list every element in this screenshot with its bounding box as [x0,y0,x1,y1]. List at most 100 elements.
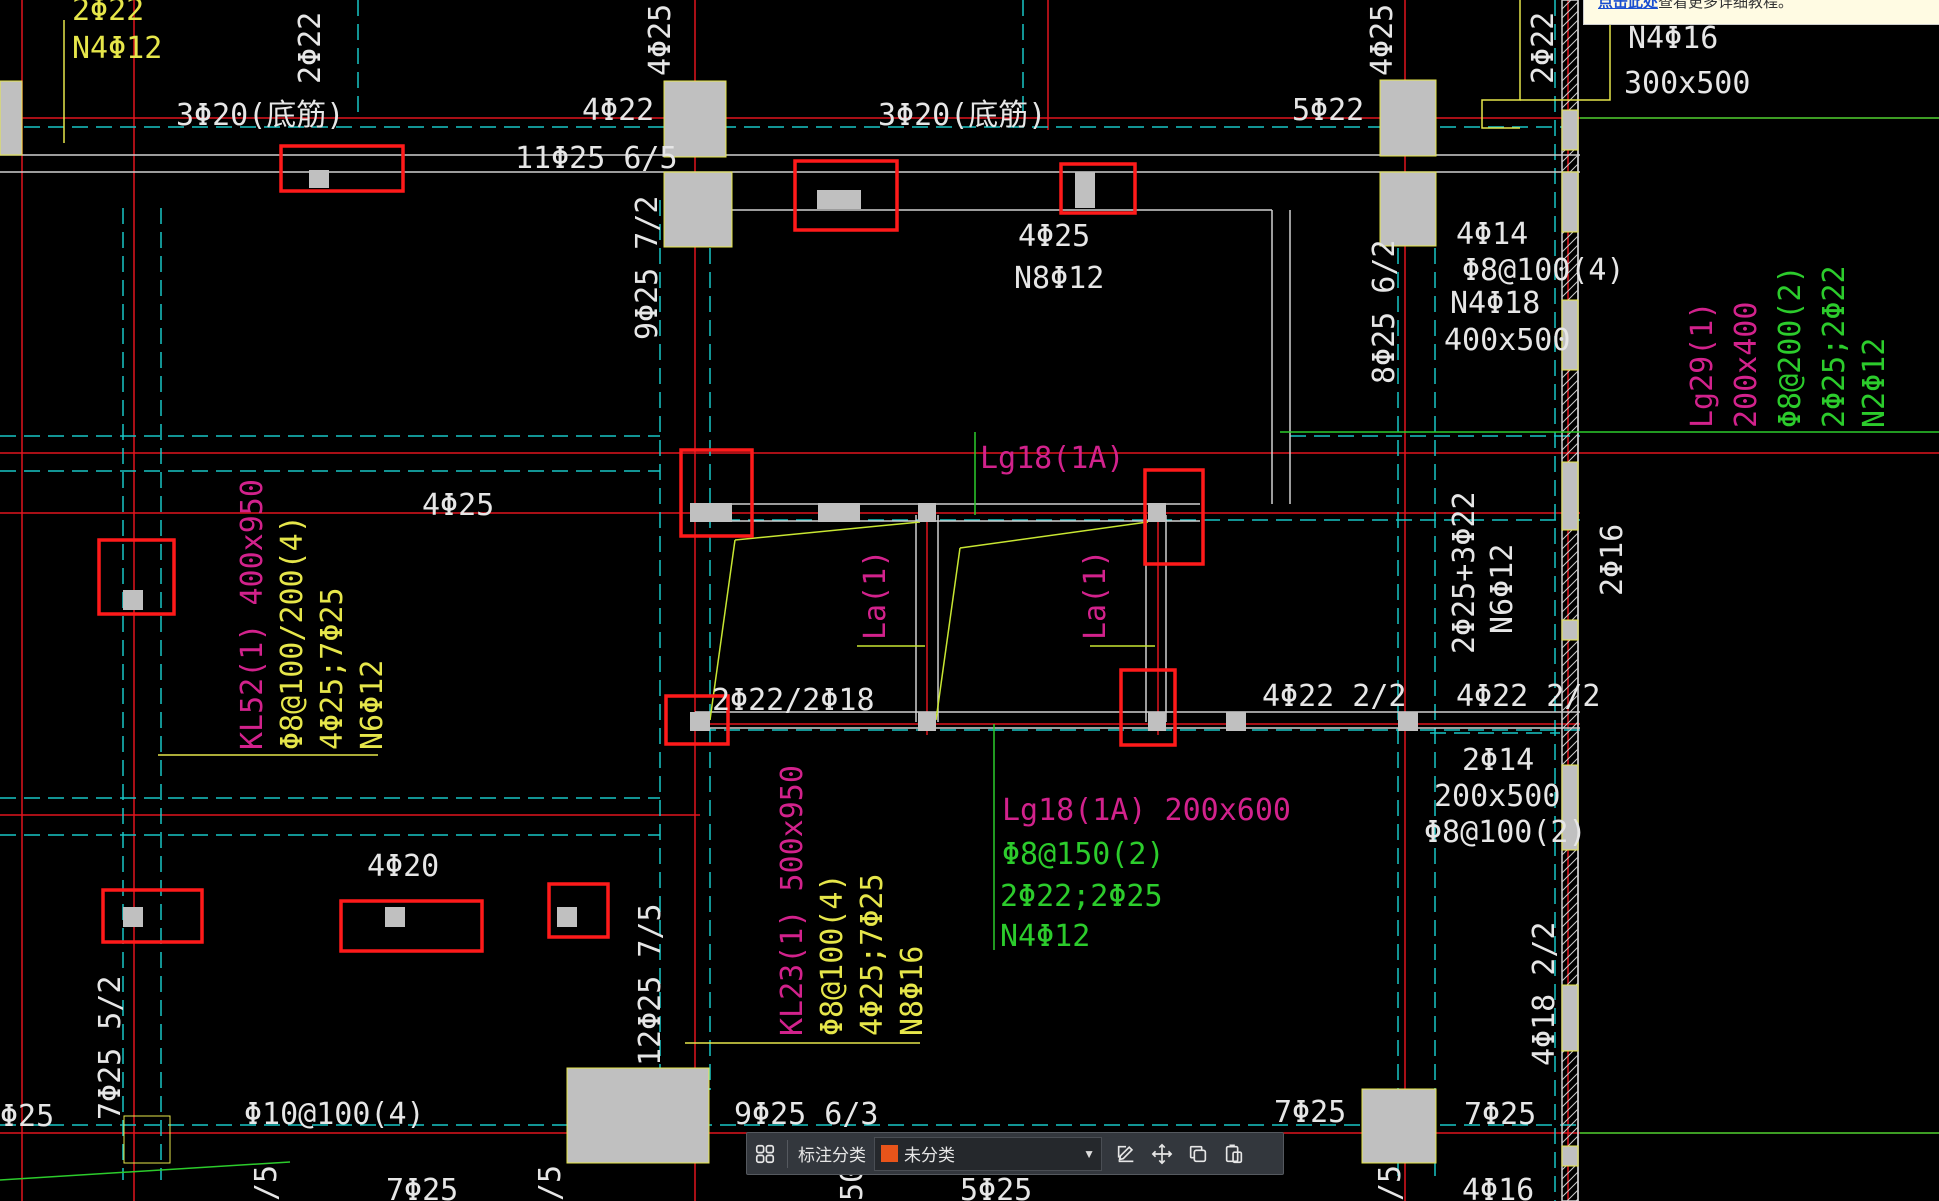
stirrup-label: Φ8@150(2) [1002,837,1165,872]
rebar-label: 2Φ22;2Φ25 [1000,879,1163,914]
hatch-stroke [1561,721,1579,739]
beam-name-label: Lg29(1) [1685,302,1720,428]
hatch-stroke [1561,946,1579,964]
column-block [1561,171,1579,233]
hatch-stroke [1561,244,1579,262]
tutorial-link[interactable]: 点击此处 [1598,0,1659,11]
rebar-label: N2Φ12 [1857,338,1892,428]
hatch-stroke [1561,892,1579,910]
hatch-stroke [1561,82,1579,100]
edit-icon[interactable] [1108,1136,1144,1172]
leader-line [709,539,736,721]
rebar-label: 12Φ25 7/5 [633,903,668,1066]
highlight-box[interactable] [793,159,899,232]
hatch-stroke [1561,406,1579,424]
leader-line [734,521,921,541]
column-block [1561,109,1579,151]
hatch-stroke [1561,865,1579,883]
leader-line [935,547,961,721]
hatch-stroke [1561,1054,1579,1072]
hatch-stroke [1561,397,1579,415]
highlight-box[interactable] [97,538,176,616]
hatch-stroke [1561,37,1579,55]
hatch-stroke [1561,919,1579,937]
highlight-box[interactable] [547,882,610,939]
rebar-label: N6Φ12 [1485,544,1520,634]
hatch-stroke [1561,955,1579,973]
rebar-label: N4Φ12 [1000,919,1090,954]
annotation-layer: 2Φ22 N4Φ12 3Φ20(底筋) 2Φ22 4Φ22 4Φ25 3Φ20(… [0,0,1892,1201]
small-column [123,907,143,927]
column-block [123,1115,171,1164]
rebar-label: 2Φ25+3Φ22 [1447,491,1482,654]
copy-icon[interactable] [1180,1136,1216,1172]
rebar-label: 8Φ25 6/2 [1367,240,1402,385]
rebar-label: 200x500 [1434,779,1560,814]
highlight-box[interactable] [101,888,204,944]
hatch-stroke [1561,685,1579,703]
hatch-stroke [1561,10,1579,28]
hatch-stroke [1561,541,1579,559]
rebar-label: 3Φ20(底筋) [176,98,344,133]
hatch-stroke [1561,262,1579,280]
grid-icon[interactable] [747,1136,783,1172]
hatch-stroke [1561,1171,1579,1189]
hatch-stroke [1561,379,1579,397]
beam-name-label: KL23(1) 500x950 [775,765,810,1036]
hatch-stroke [1561,901,1579,919]
rebar-label: 2Φ25;2Φ22 [1817,265,1852,428]
hatch-stroke [1561,1126,1579,1144]
hatch-stroke [1561,442,1579,460]
rebar-label: 4Φ16 [1462,1173,1534,1201]
hatch-stroke [1561,595,1579,613]
rebar-label: 2Φ16 [1595,524,1630,596]
hatch-stroke [1561,910,1579,928]
highlight-box[interactable] [1059,162,1137,215]
small-column [1148,503,1166,522]
hatch-stroke [1561,1072,1579,1090]
small-column [1226,712,1246,731]
column-block [1561,764,1579,851]
paste-icon[interactable] [1216,1136,1252,1172]
rebar-label: 4Φ22 [582,93,654,128]
annotation-category-select[interactable]: 未分类 ▼ [874,1136,1102,1171]
rebar-label: 7Φ25 [386,1173,458,1201]
hatch-stroke [1561,586,1579,604]
tooltip-text: 查看更多详细教程。 [1658,0,1794,11]
column-block [1379,79,1437,157]
rebar-label: 11Φ25 6/5 [515,141,678,176]
highlight-box[interactable] [339,899,484,953]
rebar-label: 2Φ14 [1462,743,1534,778]
highlight-box[interactable] [679,448,754,538]
move-icon[interactable] [1144,1136,1180,1172]
rebar-label: /5 [1373,1165,1408,1201]
highlight-box[interactable] [1143,468,1205,566]
highlight-box[interactable] [664,694,730,746]
hatch-stroke [1561,280,1579,298]
category-value: 未分类 [904,1146,955,1165]
highlight-box[interactable] [1119,668,1177,747]
rebar-label: 2Φ22 [1526,12,1561,84]
rebar-label: 4Φ25 [643,4,678,76]
hatch-stroke [1561,748,1579,766]
toolbar-divider [787,1139,788,1168]
hatch-stroke [1561,532,1579,550]
small-column [123,590,143,610]
beam-name-label: Lg18(1A) 200x600 [1002,793,1291,828]
rebar-label: 300x500 [1624,66,1750,101]
rebar-label: N4Φ16 [1628,21,1718,56]
small-column [1398,712,1418,731]
highlight-box[interactable] [279,144,405,193]
rebar-label: Φ25 [0,1099,54,1134]
hatch-stroke [1561,253,1579,271]
hatch-stroke [1561,568,1579,586]
hatch-stroke [1566,1189,1579,1201]
hatch-stroke [1561,433,1579,451]
hatch-stroke [1561,1090,1579,1108]
hatch-stroke [1561,928,1579,946]
chevron-down-icon: ▼ [1083,1146,1095,1161]
small-column [1075,172,1095,208]
rebar-label: 4Φ25 [422,488,494,523]
